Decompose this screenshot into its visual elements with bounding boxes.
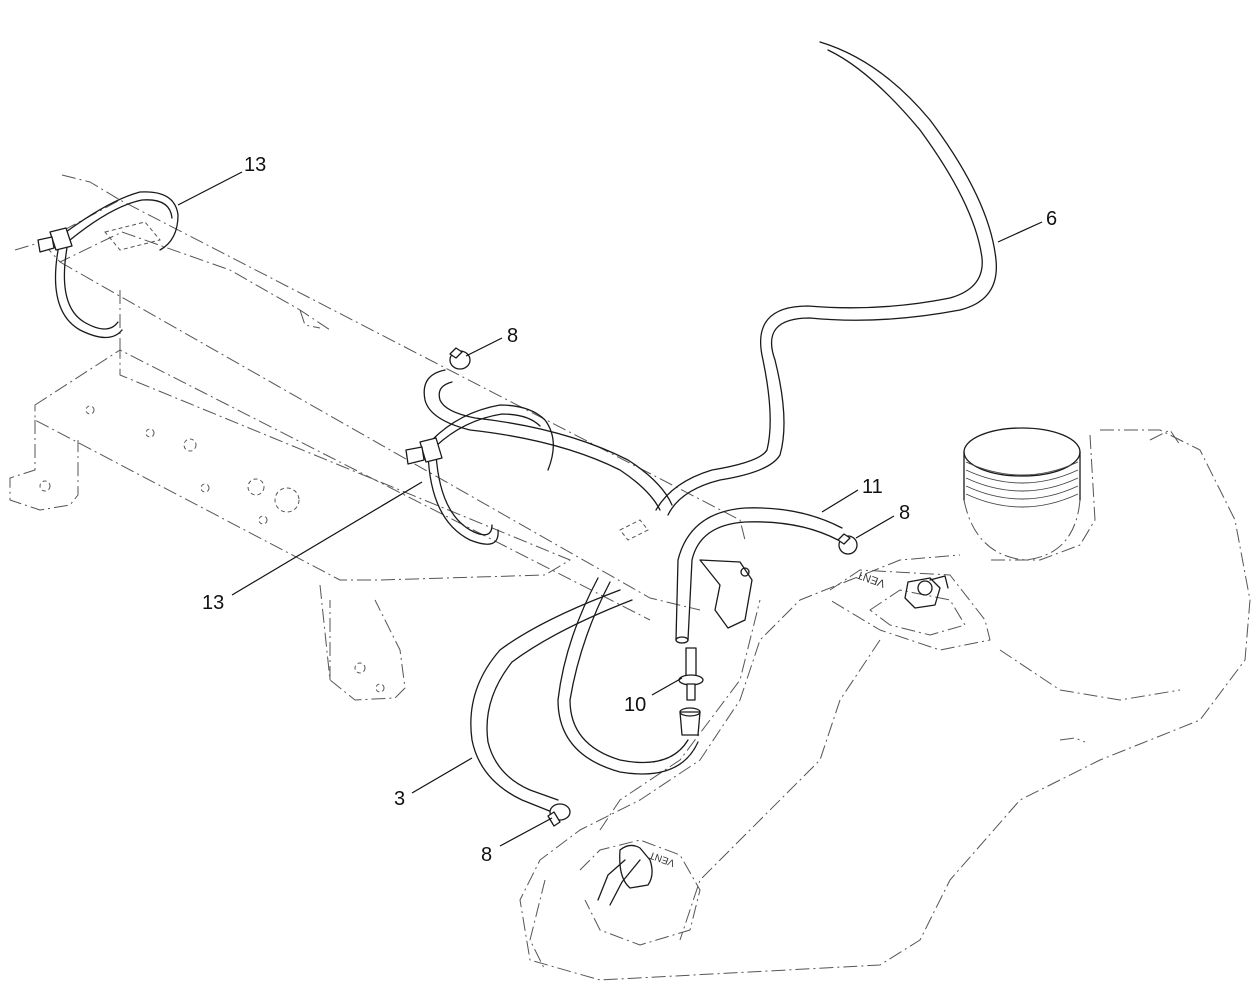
callout-8-upper: 8 [507,325,518,347]
strap-13-upper [37,191,179,339]
frame-phantom [9,174,746,701]
clamp-8-lower [547,803,571,827]
hose-6 [557,41,997,775]
hose-3 [470,589,633,813]
leader-6 [997,221,1043,243]
clamp-8-right [837,533,858,555]
hose-11 [675,507,843,644]
callout-3: 3 [394,788,405,810]
callout-13-bottom: 13 [202,592,224,614]
leader-13-bottom [231,481,423,596]
leader-3 [411,757,473,794]
leader-8-lower [499,817,553,847]
strap-13-lower [405,404,554,545]
leader-8-upper [465,337,503,357]
leader-lines [177,171,1043,847]
callouts: 13 6 8 11 8 13 10 3 8 [202,154,1057,866]
leader-8-right [855,515,895,539]
callout-13-top: 13 [244,154,266,176]
rail-solid [699,559,753,629]
leader-13-top [177,171,243,206]
callout-8-lower: 8 [481,844,492,866]
callout-10: 10 [624,694,646,716]
callout-8-right: 8 [899,502,910,524]
callout-11: 11 [862,476,883,498]
leader-11 [821,489,859,513]
hose-upper-loop [423,369,673,511]
leader-10 [651,677,683,696]
clamp-8-upper [449,347,471,370]
check-valve-10 [678,647,704,736]
callout-6: 6 [1046,208,1057,230]
